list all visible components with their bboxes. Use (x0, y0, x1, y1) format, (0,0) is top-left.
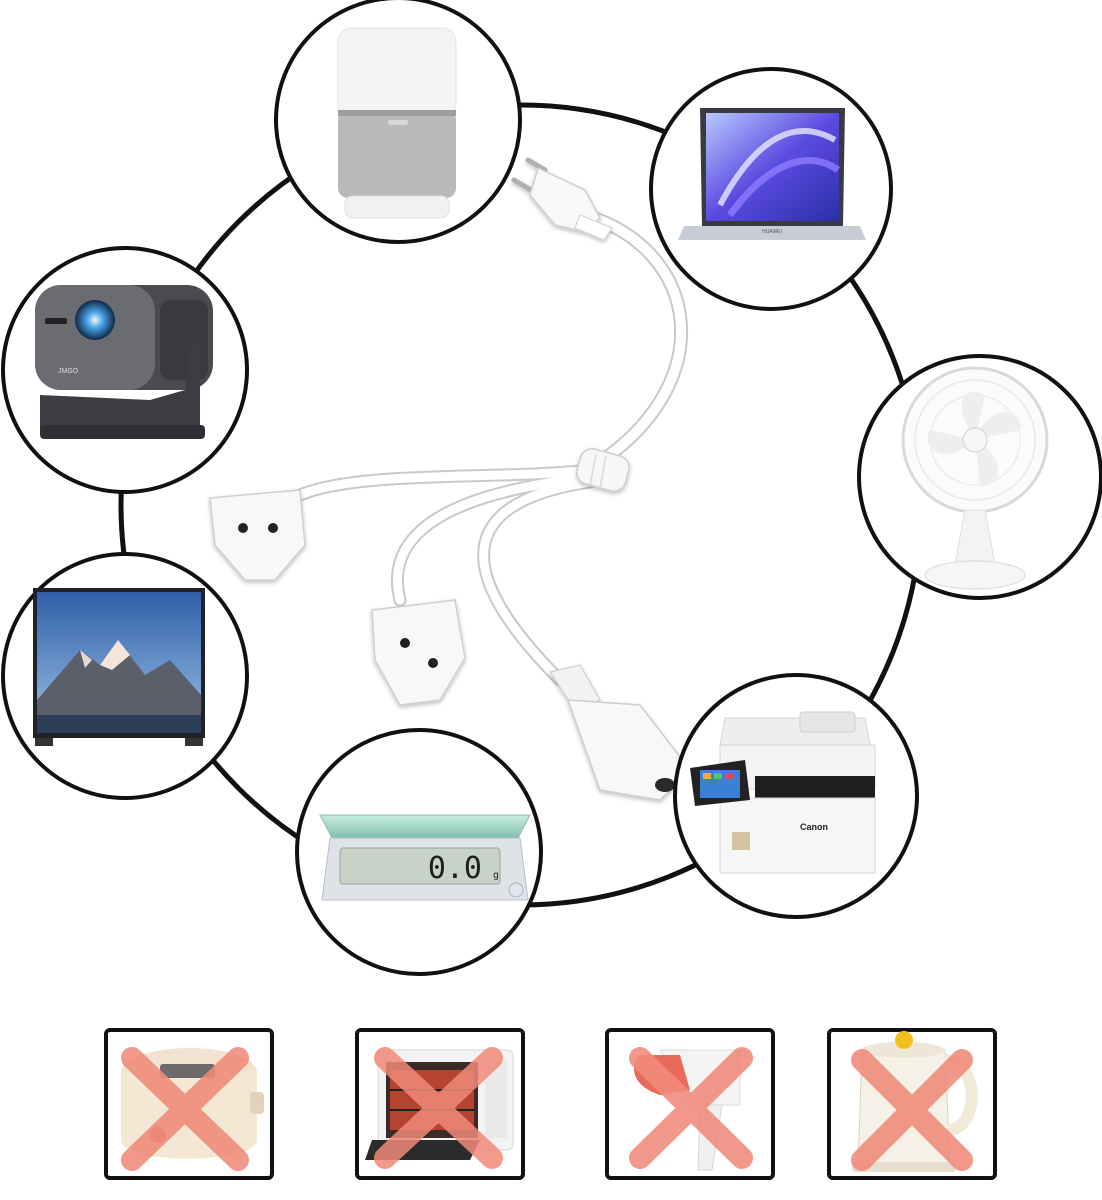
kitchen-scale: 0.0 g (319, 814, 531, 901)
kitchen-scale-circle: 0.0 g (295, 728, 543, 976)
toaster-oven-tile (355, 1028, 525, 1180)
kettle-tile (827, 1028, 997, 1180)
laptop-brand-text: HUAWEI (762, 229, 782, 235)
euro-plug (511, 157, 613, 241)
socket-1 (209, 489, 306, 581)
laptop: HUAWEI (678, 108, 866, 240)
scale-reading: 0.0 (428, 851, 482, 886)
projector-circle: JMGO (1, 246, 249, 494)
socket-2 (371, 599, 466, 706)
forbidden-cross-icon (851, 1049, 973, 1171)
printer-brand-text: Canon (800, 822, 828, 832)
laptop-circle: HUAWEI (649, 67, 893, 311)
television-circle (1, 552, 249, 800)
desk-fan-circle (857, 354, 1102, 600)
smart-speaker (337, 27, 457, 219)
smart-speaker-circle (274, 0, 522, 244)
scale-unit: g (493, 870, 499, 881)
socket-3 (549, 664, 691, 801)
projector: JMGO (35, 285, 213, 439)
rice-cooker-tile (104, 1028, 274, 1180)
desk-fan (901, 366, 1049, 590)
television (33, 588, 205, 746)
splitter-cable (293, 208, 689, 687)
forbidden-cross-icon (374, 1047, 503, 1169)
printer-circle: Canon (673, 673, 919, 919)
splitter-junction (576, 448, 630, 492)
hair-dryer-tile (605, 1028, 775, 1180)
projector-brand-text: JMGO (58, 368, 79, 375)
forbidden-cross-icon (121, 1047, 249, 1171)
printer: Canon (690, 711, 876, 874)
forbidden-cross-icon (629, 1047, 753, 1169)
